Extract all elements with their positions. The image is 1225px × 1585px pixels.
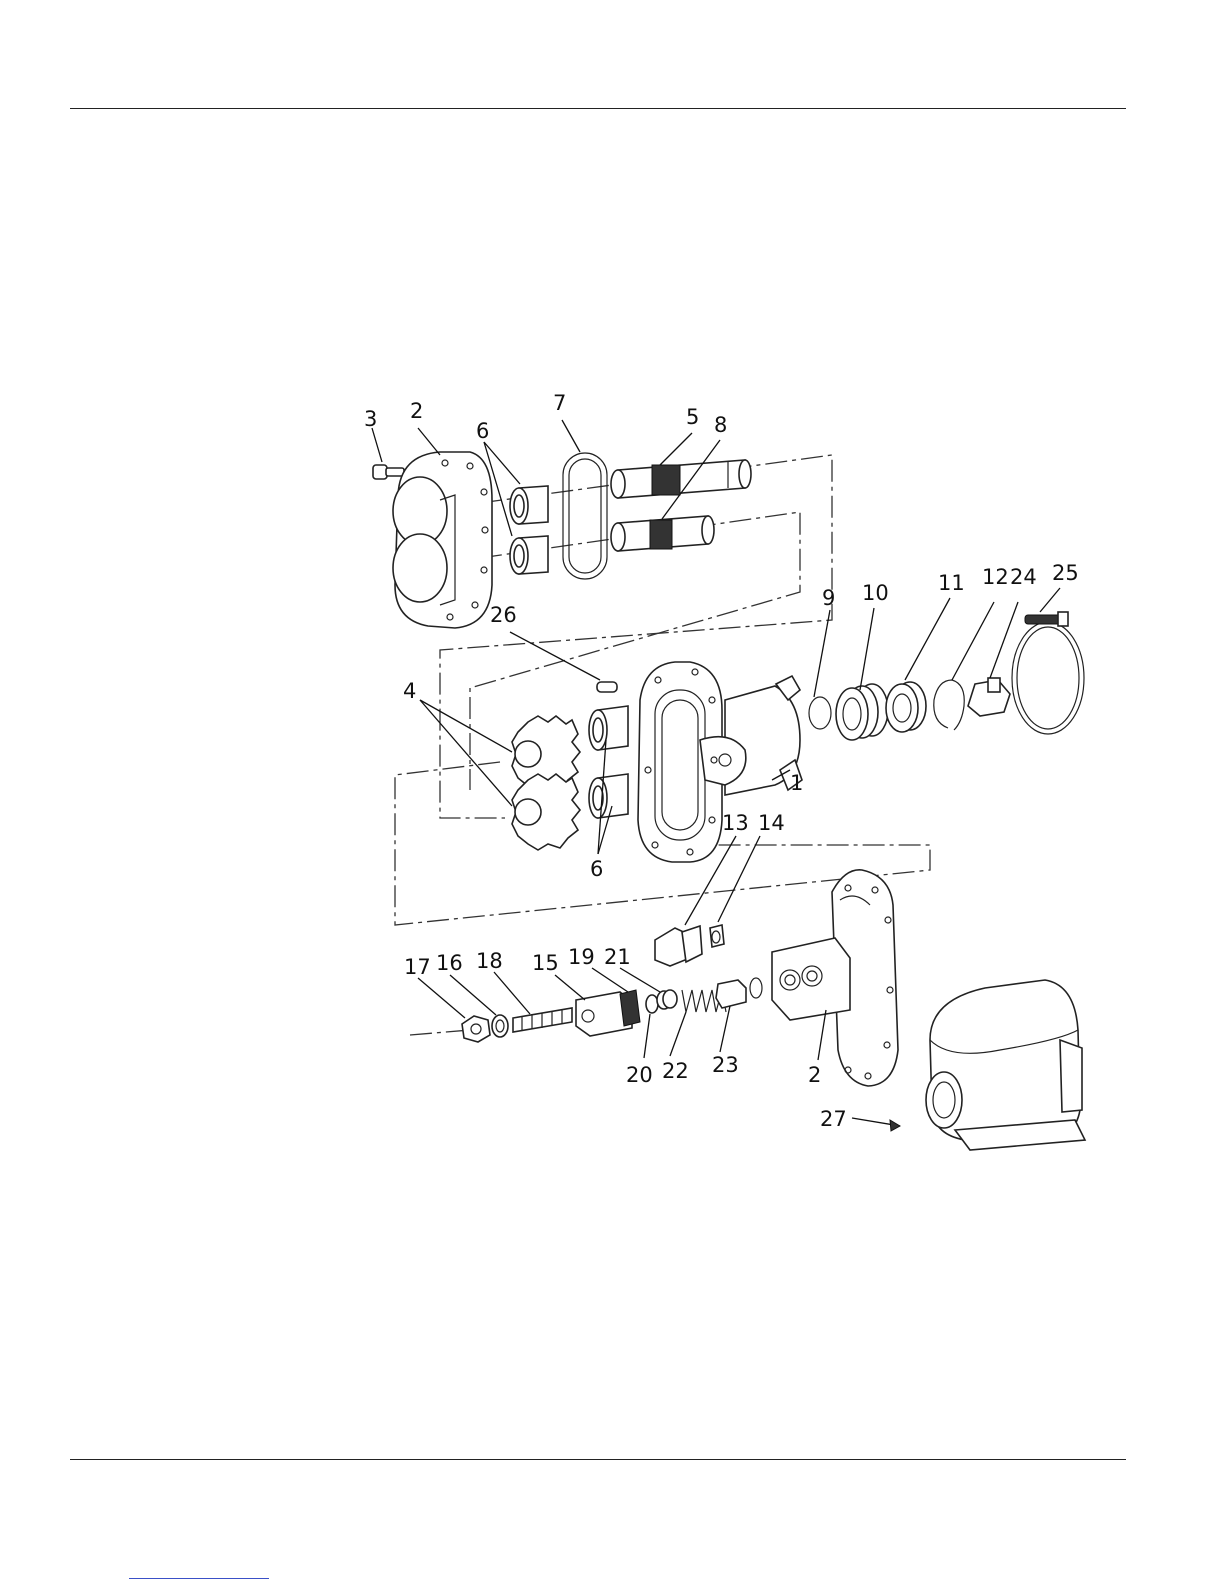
callout-9: 9 [822,586,835,610]
footer-rule [70,1459,1126,1460]
part-2-rear-cover [393,452,492,628]
callout-18: 18 [476,949,503,973]
part-26-key [597,682,617,692]
part-6-bushings-lower [589,706,628,818]
part-23-poppet [716,978,762,1008]
callout-26: 26 [490,603,517,627]
callout-25: 25 [1052,561,1079,585]
part-12-snap-ring [934,680,964,730]
part-2-front-cover [772,870,898,1086]
part-7-gasket [563,453,607,579]
callout-24: 24 [1010,565,1037,589]
part-3-cap-screw [373,465,404,479]
part-20-gasket [646,995,658,1013]
callout-3: 3 [364,407,377,431]
part-6-bushings-upper [510,486,548,574]
part-21-spring-guide [657,990,677,1009]
callout-11: 11 [938,571,965,595]
callout-7: 7 [553,391,566,415]
part-8-idler-shaft [611,516,714,551]
callout-15: 15 [532,951,559,975]
callout-16: 16 [436,951,463,975]
part-4-gear-lower [512,774,580,850]
callout-21: 21 [604,945,631,969]
callout-13: 13 [722,811,749,835]
part-25-band-clamp [1012,612,1084,734]
callout-1: 1 [790,771,803,795]
callout-20: 20 [626,1063,653,1087]
callout-2-rear: 2 [410,399,423,423]
callout-8: 8 [714,413,727,437]
part-17-nut [462,1016,490,1042]
callout-2-front: 2 [808,1063,821,1087]
part-18-adjusting-screw [513,1008,572,1032]
footer-link-underline[interactable] [129,1578,269,1579]
part-13-plug [655,926,702,966]
part-16-washer [492,1015,508,1037]
callout-22: 22 [662,1059,689,1083]
part-15-valve-cap [576,990,640,1036]
callout-12: 12 [982,565,1009,589]
callout-10: 10 [862,581,889,605]
callout-6-lower: 6 [590,857,603,881]
callout-17: 17 [404,955,431,979]
callout-5: 5 [686,405,699,429]
part-10-seal-spring [836,684,888,740]
callout-14: 14 [758,811,785,835]
callout-23: 23 [712,1053,739,1077]
callout-27: 27 [820,1107,847,1131]
part-24-coupling [968,678,1010,716]
callout-6-upper: 6 [476,419,489,443]
part-14-insert [710,925,724,947]
part-9-retaining-ring [809,697,831,729]
part-27-motor [926,980,1085,1150]
callout-19: 19 [568,945,595,969]
part-11-seal-seat [886,682,926,732]
callout-4: 4 [403,679,416,703]
